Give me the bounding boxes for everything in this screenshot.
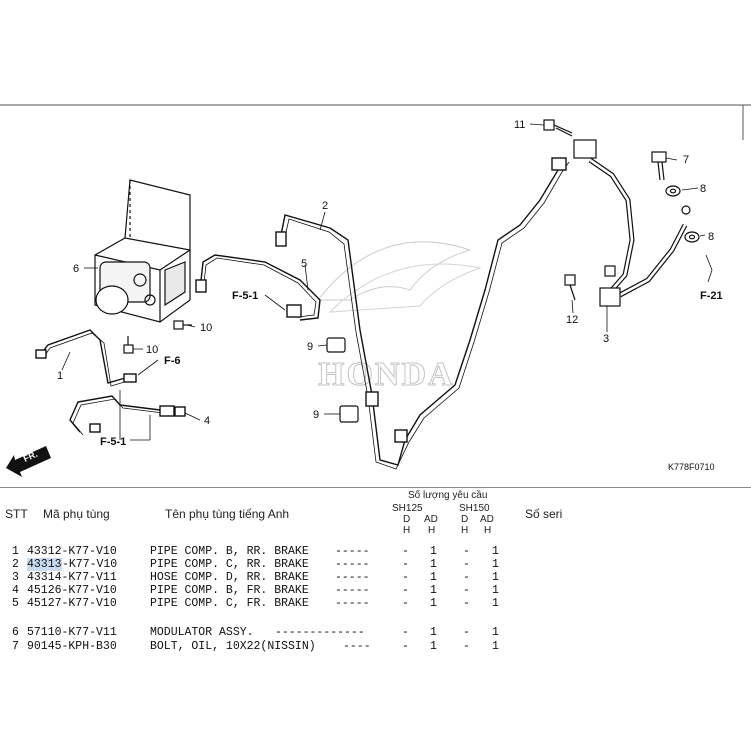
part-code: 57110-K77-V11: [27, 626, 117, 639]
callout-8b: 8: [708, 231, 714, 243]
part-name: PIPE COMP. C, RR. BRAKE: [150, 558, 309, 571]
callout-8a: 8: [700, 183, 706, 195]
part-code: 90145-KPH-B30: [27, 640, 117, 653]
header-h-4: H: [484, 525, 492, 536]
header-h-1: H: [403, 525, 411, 536]
part-name: PIPE COMP. C, FR. BRAKE: [150, 597, 309, 610]
reference-labels: F-5-1 F-5-1 F-6 F-21: [100, 290, 723, 448]
part-code-selected[interactable]: 43313: [27, 558, 62, 571]
callout-10a: 10: [200, 322, 212, 334]
callout-1: 1: [57, 370, 63, 382]
header-part-number: Mã phụ tùng: [43, 507, 110, 521]
bolt-icon: [564, 274, 576, 301]
exploded-parts-diagram: HONDA: [0, 104, 751, 488]
front-direction-arrow: FR.: [6, 446, 51, 477]
callout-12: 12: [566, 314, 578, 326]
leader-lines: [61, 123, 713, 441]
callout-3: 3: [603, 333, 609, 345]
washer-icon: [665, 185, 700, 243]
header-d-1: D: [403, 514, 411, 525]
part-code-rest: -K77-V10: [62, 558, 118, 571]
part-code: 45126-K77-V10: [27, 584, 117, 597]
header-model-sh125: SH125: [392, 503, 423, 514]
header-stt: STT: [5, 507, 28, 521]
header-ad-1: AD: [424, 514, 438, 525]
callout-4: 4: [204, 415, 210, 427]
callout-11: 11: [514, 119, 525, 131]
part-code: 43312-K77-V10: [27, 545, 117, 558]
part-name: PIPE COMP. B, FR. BRAKE: [150, 584, 309, 597]
callout-5: 5: [301, 258, 307, 270]
header-english-name: Tên phụ tùng tiếng Anh: [165, 507, 290, 521]
part-name: PIPE COMP. B, RR. BRAKE: [150, 545, 309, 558]
part-name: MODULATOR ASSY.: [150, 626, 254, 639]
header-quantity: Số lượng yêu cầu: [408, 490, 488, 501]
watermark-text: HONDA: [318, 356, 455, 393]
bolt-icon: [651, 151, 667, 181]
header-ad-2: AD: [480, 514, 494, 525]
callout-7: 7: [683, 154, 689, 166]
header-model-sh150: SH150: [459, 503, 490, 514]
callout-2: 2: [322, 200, 328, 212]
modulator-assy: [94, 179, 191, 323]
callout-labels: 1 2 3 4 5 6 7 8 8 9 9 10 10 11 12: [57, 119, 714, 427]
ref-f-5-1-lower: F-5-1: [100, 436, 126, 448]
part-name: HOSE COMP. D, RR. BRAKE: [150, 571, 309, 584]
callout-9a: 9: [307, 341, 313, 353]
honda-watermark: HONDA: [316, 241, 482, 394]
header-d-2: D: [461, 514, 469, 525]
pipe-comp-b-rr-brake: [35, 329, 137, 387]
ref-f-6: F-6: [164, 355, 181, 367]
header-h-2: H: [428, 525, 436, 536]
hose-comp-d-rr-brake: [573, 139, 691, 307]
part-code: 45127-K77-V10: [27, 597, 117, 610]
header-serial: Số seri: [525, 507, 563, 521]
callout-10b: 10: [146, 344, 158, 356]
pipe-comp-c-fr-brake: [195, 254, 321, 321]
callout-9b: 9: [313, 409, 319, 421]
pipe-comp-b-fr-brake: [69, 395, 186, 436]
part-code: 43314-K77-V11: [27, 571, 117, 584]
bolt-oil-icon: [543, 119, 573, 137]
ref-f-21: F-21: [700, 290, 723, 302]
callout-6: 6: [73, 263, 79, 275]
part-name: BOLT, OIL, 10X22(NISSIN): [150, 640, 316, 653]
header-h-3: H: [461, 525, 469, 536]
ref-f-5-1-upper: F-5-1: [232, 290, 258, 302]
pipe-comp-c-rr-brake: [275, 157, 570, 470]
figure-code: K778F0710: [668, 462, 715, 472]
parts-table-body: 1 43312-K77-V10 PIPE COMP. B, RR. BRAKE …: [12, 545, 499, 653]
